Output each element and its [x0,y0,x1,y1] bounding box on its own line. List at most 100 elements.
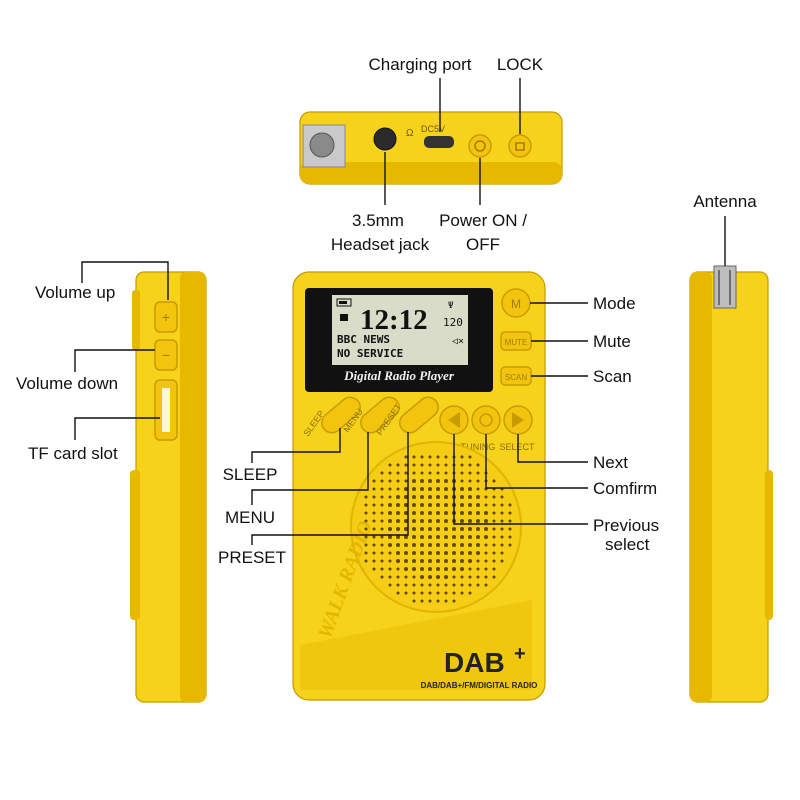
speaker-hole [428,479,432,483]
speaker-hole [436,511,440,515]
speaker-hole [412,511,416,515]
mute-status-icon: ◁× [452,336,464,347]
speaker-hole [428,495,432,499]
label-menu: MENU [225,508,275,527]
speaker-hole [428,599,432,603]
speaker-hole [396,535,400,539]
speaker-hole [396,575,400,579]
speaker-hole [508,527,512,531]
speaker-dots [364,455,512,603]
label-antenna: Antenna [693,192,757,211]
speaker-hole [380,487,384,491]
sleep-button[interactable] [318,393,365,437]
volume-down-button[interactable] [154,339,178,371]
speaker-hole [508,519,512,523]
speaker-hole [380,479,384,483]
speaker-hole [428,591,432,595]
speaker-hole [476,503,480,507]
speaker-hole [468,487,472,491]
speaker-hole [476,495,480,499]
speaker-hole [396,471,400,475]
speaker-hole [492,495,496,499]
menu-button[interactable] [357,393,404,437]
speaker-hole [396,511,400,515]
speaker-hole [476,527,480,531]
speaker-hole [364,527,368,531]
speaker-hole [444,479,448,483]
speaker-hole [380,535,384,539]
speaker-hole [484,567,488,571]
volume-up-button[interactable] [154,301,178,333]
speaker-hole [468,479,472,483]
speaker-hole [412,559,416,563]
speaker-hole [404,535,408,539]
label-headset-1: 3.5mm [352,211,404,230]
speaker-hole [460,543,464,547]
battery-icon [336,298,352,307]
lock-button[interactable] [508,134,532,158]
confirm-button[interactable] [471,405,501,435]
power-button[interactable] [468,134,492,158]
speaker-hole [500,543,504,547]
speaker-hole [380,543,384,547]
speaker-hole [436,527,440,531]
label-volume-up: Volume up [35,283,115,302]
battery-fill [339,301,347,304]
speaker-hole [492,511,496,515]
leader-previous [453,434,588,525]
speaker-hole [460,487,464,491]
speaker-hole [428,567,432,571]
tf-card-opening [162,388,170,432]
speaker-hole [476,543,480,547]
speaker-hole [396,487,400,491]
speaker-hole [396,479,400,483]
front-right-callouts: Mode Mute Scan Next Comfirm Previous sel… [453,294,659,554]
speaker-hole [428,527,432,531]
speaker-hole [364,503,368,507]
speaker-hole [476,583,480,587]
speaker-hole [388,495,392,499]
speaker-hole [420,551,424,555]
speaker-hole [428,575,432,579]
right-grip [765,470,773,620]
speaker-hole [404,543,408,547]
speaker-hole [444,503,448,507]
speaker-hole [492,503,496,507]
speaker-hole [364,543,368,547]
select-label: SELECT [499,442,535,452]
speaker-hole [444,543,448,547]
label-mode: Mode [593,294,636,313]
lcd-line-1: BBC NEWS [337,333,390,346]
preset-button[interactable] [396,393,443,437]
power-icon [474,140,486,152]
label-preset: PRESET [218,548,286,567]
speaker-hole [404,503,408,507]
speaker-hole [404,551,408,555]
label-sleep: SLEEP [223,465,278,484]
speaker-hole [404,471,408,475]
speaker-hole [444,559,448,563]
speaker-hole [436,551,440,555]
speaker-hole [468,591,472,595]
speaker-hole [444,527,448,531]
speaker-hole [436,471,440,475]
speaker-hole [396,567,400,571]
speaker-hole [444,591,448,595]
speaker-hole [412,495,416,499]
label-volume-down: Volume down [16,374,118,393]
speaker-hole [364,495,368,499]
speaker-hole [412,519,416,523]
label-scan: Scan [593,367,632,386]
speaker-hole [484,519,488,523]
label-power-2: OFF [466,235,500,254]
speaker-hole [412,527,416,531]
front-lower-panel [300,600,532,690]
speaker-hole [372,511,376,515]
speaker-hole [452,535,456,539]
speaker-hole [468,511,472,515]
speaker-hole [396,503,400,507]
speaker-hole [500,535,504,539]
speaker-hole [428,559,432,563]
speaker-hole [388,527,392,531]
confirm-icon [479,413,493,427]
